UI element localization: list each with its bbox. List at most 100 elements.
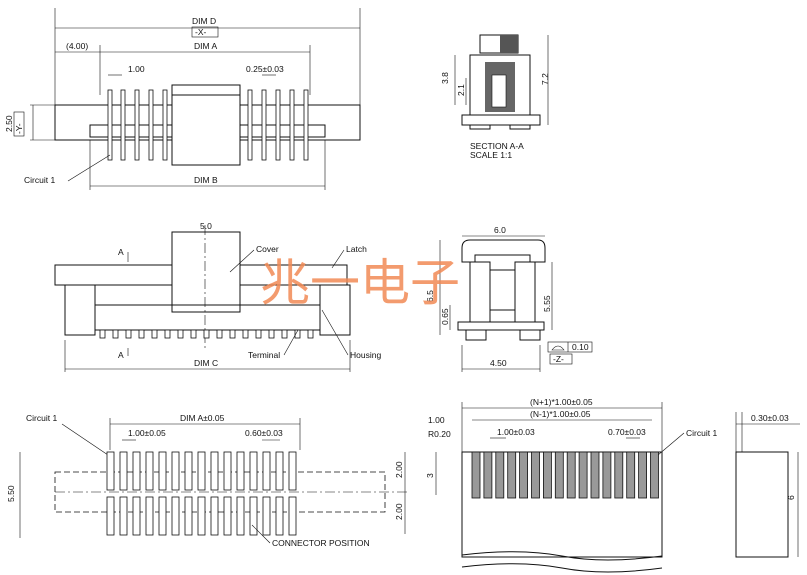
front-pin	[294, 329, 301, 339]
pcb-pad-bottom	[158, 496, 167, 536]
pcb-pad-top	[210, 451, 219, 491]
fpc-finger	[590, 451, 600, 499]
pcb-pad-bottom	[119, 496, 128, 536]
top-pin	[134, 89, 140, 161]
top-pin	[247, 89, 253, 161]
pcb-pad-top	[223, 451, 232, 491]
pcb-pad-top	[132, 451, 141, 491]
fpc-finger	[638, 451, 647, 499]
section-title: SECTION A-A	[470, 141, 524, 151]
pcb-pad-bottom	[106, 496, 115, 536]
pcb-pad-top	[119, 451, 128, 491]
side-h3-label: 5.55	[542, 295, 552, 312]
section-view: 3.8 2.1 7.2 SECTION A-A SCALE 1:1	[440, 34, 550, 160]
fpc-finger	[471, 451, 481, 499]
fpc-finger	[626, 451, 636, 499]
front-pin	[242, 329, 249, 339]
height-label: 2.50	[4, 115, 14, 132]
y-datum-label: -Y-	[14, 123, 24, 134]
front-pin	[177, 329, 184, 339]
fpc-width-label: 0.70±0.03	[608, 427, 646, 437]
cover-label: Cover	[256, 244, 279, 254]
pcb-circuit-label: Circuit 1	[26, 413, 57, 423]
pcb-layout: Circuit 1 DIM A±0.05 1.00±0.05 0.60±0.03…	[6, 413, 410, 548]
offset-label: (4.00)	[66, 41, 88, 51]
pcb-pad-top	[171, 451, 180, 491]
pitch-label: 1.00	[128, 64, 145, 74]
top-pin	[303, 89, 309, 161]
terminal-label: Terminal	[248, 350, 280, 360]
pcb-pad-bottom	[223, 496, 232, 536]
front-pin	[112, 329, 119, 339]
fpc-finger	[566, 451, 576, 499]
pcb-pad-bottom	[197, 496, 206, 536]
watermark: 兆一电子	[260, 254, 460, 312]
pcb-pad-top	[249, 451, 258, 491]
pcb-pad-top	[262, 451, 271, 491]
pcb-pad-bottom	[184, 496, 193, 536]
fpc-drawing: (N+1)*1.00±0.05 (N-1)*1.00±0.05 1.00 R0.…	[425, 397, 800, 573]
tolerance-label: 0.10	[572, 342, 589, 352]
fpc-finger	[531, 451, 540, 499]
dim-c-label: DIM C	[194, 358, 218, 368]
section-mark-bottom: A	[118, 350, 124, 360]
pcb-pad-top	[158, 451, 167, 491]
fpc-circuit-label: Circuit 1	[686, 428, 717, 438]
top-pin	[275, 89, 281, 161]
pcb-pad-bottom	[262, 496, 271, 536]
pcb-pad-bottom	[171, 496, 180, 536]
fpc-finger	[602, 451, 612, 499]
top-pin	[107, 89, 113, 161]
pcb-dim-a-label: DIM A±0.05	[180, 413, 225, 423]
top-view: DIM D -X- (4.00) DIM A 1.00 0.25±0.03 2.…	[4, 8, 361, 190]
top-pin	[120, 89, 126, 161]
pcb-row2-label: 2.00	[394, 503, 404, 520]
fpc-finger	[495, 451, 505, 499]
pcb-pad-top	[275, 451, 284, 491]
cover-width-label: 5.0	[200, 221, 212, 231]
side-h1-label: 6.5	[425, 290, 435, 302]
front-pin	[307, 329, 314, 339]
pin-width-label: 0.25±0.03	[246, 64, 284, 74]
fpc-length-label: 3	[425, 473, 435, 478]
top-pin	[148, 89, 154, 161]
dim-d-label: DIM D	[192, 16, 216, 26]
pcb-pad-top	[184, 451, 193, 491]
pcb-pad-bottom	[132, 496, 141, 536]
housing-label: Housing	[350, 350, 381, 360]
front-pin	[190, 329, 197, 339]
front-pin	[151, 329, 158, 339]
fpc-pitch-label: 1.00±0.03	[497, 427, 535, 437]
fpc-finger	[483, 451, 493, 499]
pcb-pitch-label: 1.00±0.05	[128, 428, 166, 438]
fpc-finger	[543, 451, 552, 499]
front-pin	[164, 329, 171, 339]
fpc-n-minus-label: (N-1)*1.00±0.05	[530, 409, 591, 419]
section-mark-top: A	[118, 247, 124, 257]
pcb-pad-top	[145, 451, 154, 491]
pcb-pad-bottom	[275, 496, 284, 536]
pcb-pad-label: 0.60±0.03	[245, 428, 283, 438]
front-pin	[203, 329, 210, 339]
front-pin	[268, 329, 275, 339]
top-pin	[162, 89, 168, 161]
side-foot-label: 4.50	[490, 358, 507, 368]
side-view: 6.0 6.5 0.65 5.55 0.10 -Z- 4.50	[425, 225, 593, 372]
section-d3-label: 7.2	[540, 73, 550, 85]
dim-b-label: DIM B	[194, 175, 218, 185]
section-scale: SCALE 1:1	[470, 150, 512, 160]
fpc-n-plus-label: (N+1)*1.00±0.05	[530, 397, 593, 407]
pcb-pad-bottom	[210, 496, 219, 536]
front-pin	[125, 329, 132, 339]
fpc-thickness-label: 0.30±0.03	[751, 413, 789, 423]
fpc-finger	[554, 451, 564, 499]
front-pin	[281, 329, 288, 339]
fpc-radius-label: R0.20	[428, 429, 451, 439]
front-pin	[99, 329, 106, 339]
fpc-finger	[614, 451, 624, 499]
side-h2-label: 0.65	[440, 308, 450, 325]
front-pin	[216, 329, 223, 339]
dim-a-label: DIM A	[194, 41, 217, 51]
pcb-row1-label: 2.00	[394, 461, 404, 478]
